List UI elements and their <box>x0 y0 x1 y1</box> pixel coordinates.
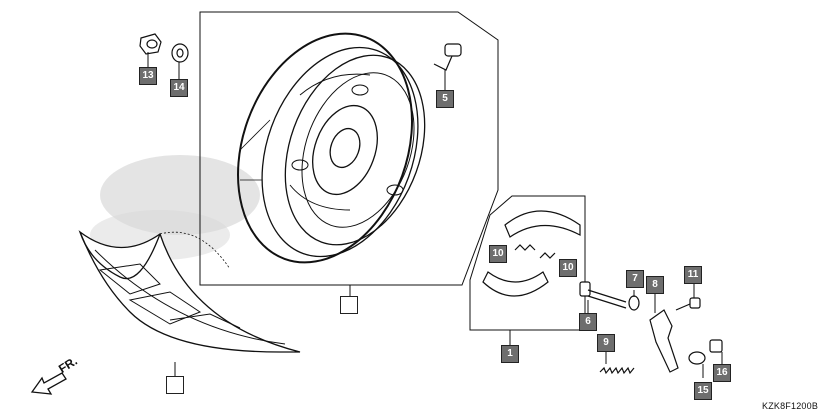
bolt-part-11 <box>675 297 701 311</box>
halftone-background <box>90 155 260 260</box>
callout-8[interactable]: 8 <box>646 276 664 294</box>
nut-part-13 <box>139 33 162 55</box>
seal-part-7 <box>628 295 640 311</box>
callout-5[interactable]: 5 <box>436 90 454 108</box>
callout-13[interactable]: 13 <box>139 67 157 85</box>
callout-wheel[interactable] <box>340 296 358 314</box>
valve-stem-part-5 <box>433 43 462 71</box>
rear-wheel <box>237 32 426 264</box>
brake-shoe-frame <box>469 195 586 331</box>
callout-10-right[interactable]: 10 <box>559 259 577 277</box>
spring-part-9 <box>599 366 635 375</box>
brake-shoes <box>482 210 581 297</box>
callout-1[interactable]: 1 <box>501 345 519 363</box>
callout-15[interactable]: 15 <box>694 382 712 400</box>
callout-11[interactable]: 11 <box>684 266 702 284</box>
brake-arm-part-8 <box>649 309 679 373</box>
callout-9[interactable]: 9 <box>597 334 615 352</box>
nut-part-16 <box>709 339 723 353</box>
washer-part-14 <box>171 43 189 63</box>
callout-7[interactable]: 7 <box>626 270 644 288</box>
joint-part-15 <box>688 351 706 365</box>
callout-6[interactable]: 6 <box>579 313 597 331</box>
callout-16[interactable]: 16 <box>713 364 731 382</box>
front-direction-arrow <box>30 372 67 395</box>
wheel-frame-outline <box>199 11 499 286</box>
diagram-code: KZK8F1200B <box>762 401 819 411</box>
tire <box>78 230 301 353</box>
brake-cam-part-6 <box>579 281 627 309</box>
callout-14[interactable]: 14 <box>170 79 188 97</box>
callout-tire[interactable] <box>166 376 184 394</box>
callout-10-left[interactable]: 10 <box>489 245 507 263</box>
